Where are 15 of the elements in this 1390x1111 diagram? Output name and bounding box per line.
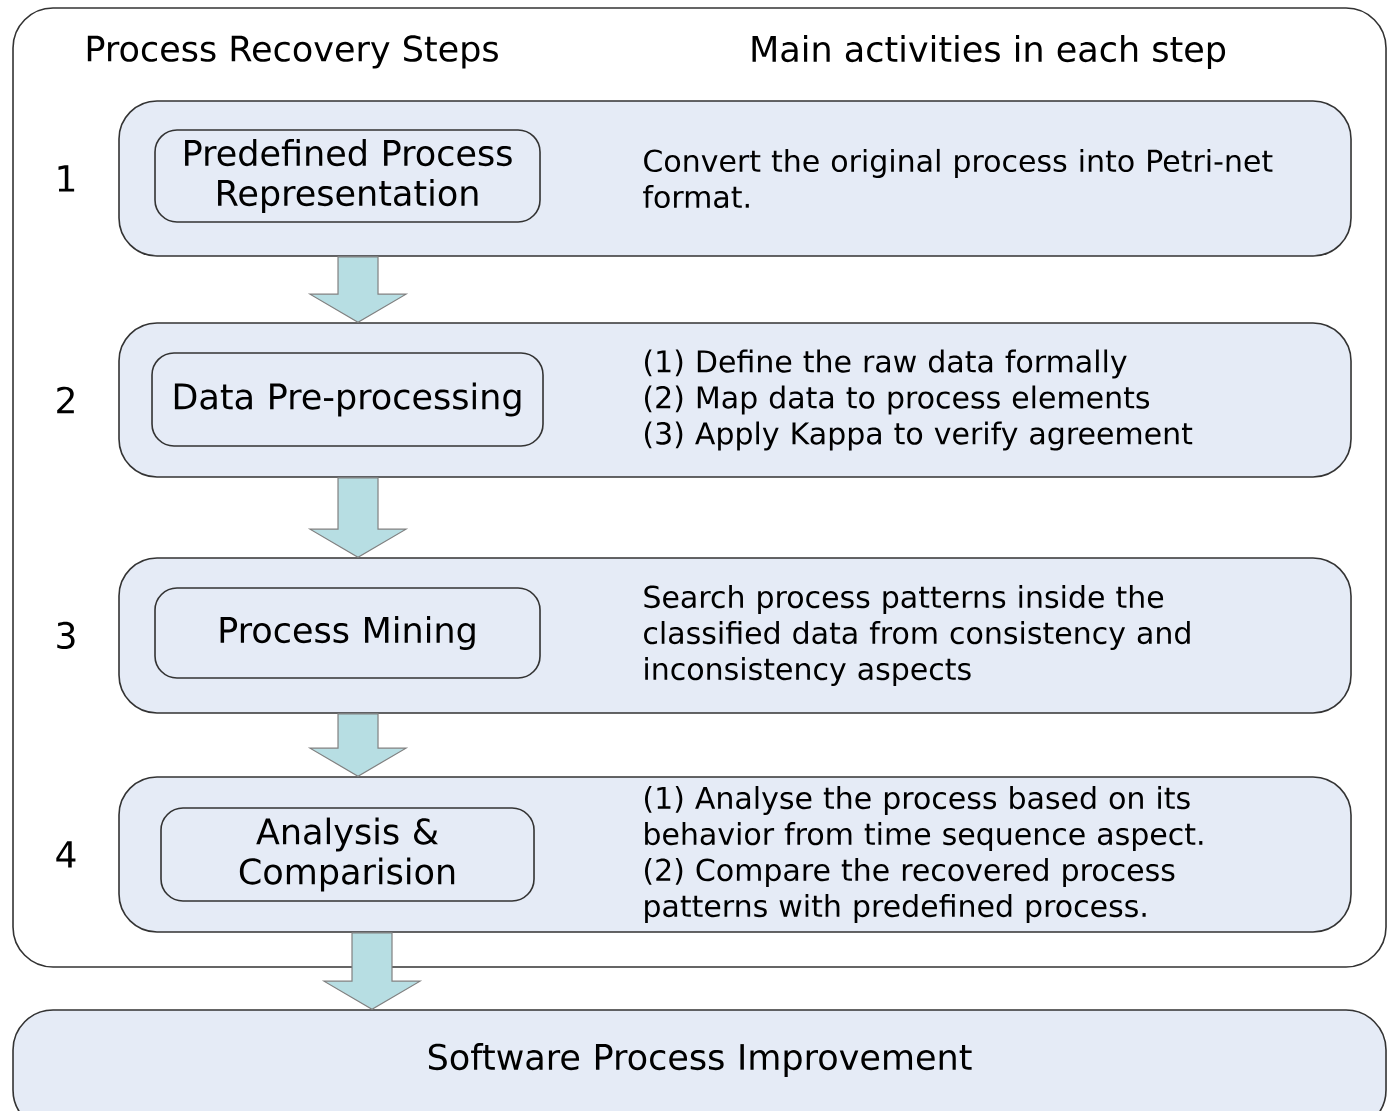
step-number: 4 (56, 841, 76, 868)
process-box: Predefined Process Representation (154, 129, 541, 223)
column-heading: Main activities in each step (752, 35, 1226, 69)
process-box: Process Mining (154, 587, 541, 679)
process-box: Data Pre-processing (151, 352, 544, 447)
block-arrow (307, 477, 409, 558)
result-band: Software Process Improvement (12, 1009, 1387, 1111)
step-number: 3 (57, 621, 75, 650)
block-arrow (307, 713, 409, 777)
step-number: 1 (58, 165, 75, 192)
step-number: 2 (57, 386, 74, 414)
block-arrow (321, 932, 423, 1010)
block-arrow (307, 256, 409, 323)
process-box: Analysis & Comparision (160, 807, 535, 902)
column-heading: Process Recovery Steps (87, 35, 498, 69)
